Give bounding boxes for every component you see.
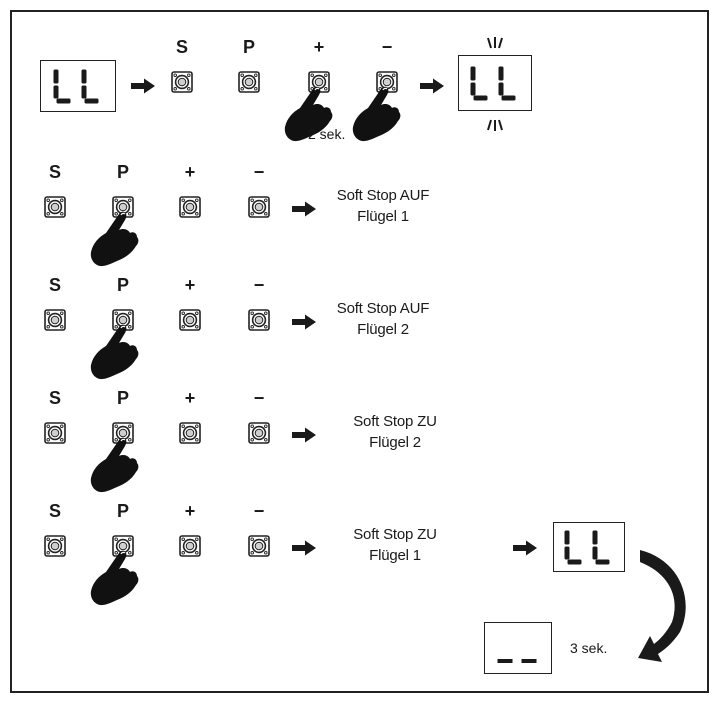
label-p: P: [242, 37, 255, 57]
display-final: LL: [553, 522, 625, 572]
label-plus: +: [184, 388, 196, 408]
label-s: S: [48, 501, 61, 521]
button-s-icon[interactable]: [44, 196, 66, 218]
curved-arrow-icon: [600, 540, 700, 670]
step-2-text: Soft Stop AUF Flügel 2: [318, 298, 448, 340]
hand-minus-icon: [350, 84, 404, 144]
display-initial: LL: [40, 60, 116, 112]
button-s-icon[interactable]: [44, 535, 66, 557]
step-3-line2: Flügel 2: [369, 434, 421, 451]
button-plus-icon[interactable]: [179, 196, 201, 218]
blink-marks-icon: [458, 34, 532, 134]
step-3-line1: Soft Stop ZU: [353, 413, 437, 430]
duration-2-sek: 2 sek.: [308, 126, 346, 142]
label-s: S: [48, 162, 61, 182]
arrow-step-2: [291, 314, 317, 330]
label-minus: −: [253, 162, 265, 182]
hand-p-icon-2: [88, 322, 142, 382]
step-4-text: Soft Stop ZU Flügel 1: [330, 524, 460, 566]
step-2-line1: Soft Stop AUF: [336, 300, 430, 317]
button-minus-icon[interactable]: [248, 422, 270, 444]
label-p: P: [116, 501, 129, 521]
diagram-frame: [10, 10, 709, 693]
label-minus: −: [253, 388, 265, 408]
arrow-step-4: [291, 540, 317, 556]
arrow-step-1: [291, 201, 317, 217]
button-plus-icon[interactable]: [179, 309, 201, 331]
label-plus: +: [184, 162, 196, 182]
duration-3-sek: 3 sek.: [570, 640, 608, 656]
button-plus-icon[interactable]: [179, 422, 201, 444]
arrow-2: [419, 78, 445, 94]
label-p: P: [116, 275, 129, 295]
label-s: S: [175, 37, 188, 57]
button-plus-icon[interactable]: [179, 535, 201, 557]
label-p: P: [116, 388, 129, 408]
label-p: P: [116, 162, 129, 182]
step-1-line1: Soft Stop AUF: [336, 187, 430, 204]
button-s-icon[interactable]: [44, 422, 66, 444]
step-3-text: Soft Stop ZU Flügel 2: [330, 411, 460, 453]
button-minus-icon[interactable]: [248, 535, 270, 557]
arrow-step-3: [291, 427, 317, 443]
step-2-line2: Flügel 2: [357, 321, 409, 338]
label-minus: −: [253, 501, 265, 521]
display-reset: __: [484, 622, 552, 674]
label-s: S: [48, 388, 61, 408]
button-s-icon[interactable]: [44, 309, 66, 331]
label-minus: −: [381, 37, 393, 57]
button-minus-icon[interactable]: [248, 196, 270, 218]
label-plus: +: [184, 501, 196, 521]
label-plus: +: [313, 37, 325, 57]
arrow-final: [512, 540, 538, 556]
hand-p-icon-4: [88, 548, 142, 608]
step-4-line1: Soft Stop ZU: [353, 526, 437, 543]
step-1-line2: Flügel 1: [357, 208, 409, 225]
button-s-icon[interactable]: [171, 71, 193, 93]
hand-p-icon-1: [88, 209, 142, 269]
label-s: S: [48, 275, 61, 295]
step-4-line2: Flügel 1: [369, 547, 421, 564]
arrow-1: [130, 78, 156, 94]
label-minus: −: [253, 275, 265, 295]
hand-p-icon-3: [88, 435, 142, 495]
label-plus: +: [184, 275, 196, 295]
display-blinking: LL: [458, 55, 532, 111]
button-minus-icon[interactable]: [248, 309, 270, 331]
button-p-icon[interactable]: [238, 71, 260, 93]
step-1-text: Soft Stop AUF Flügel 1: [318, 185, 448, 227]
